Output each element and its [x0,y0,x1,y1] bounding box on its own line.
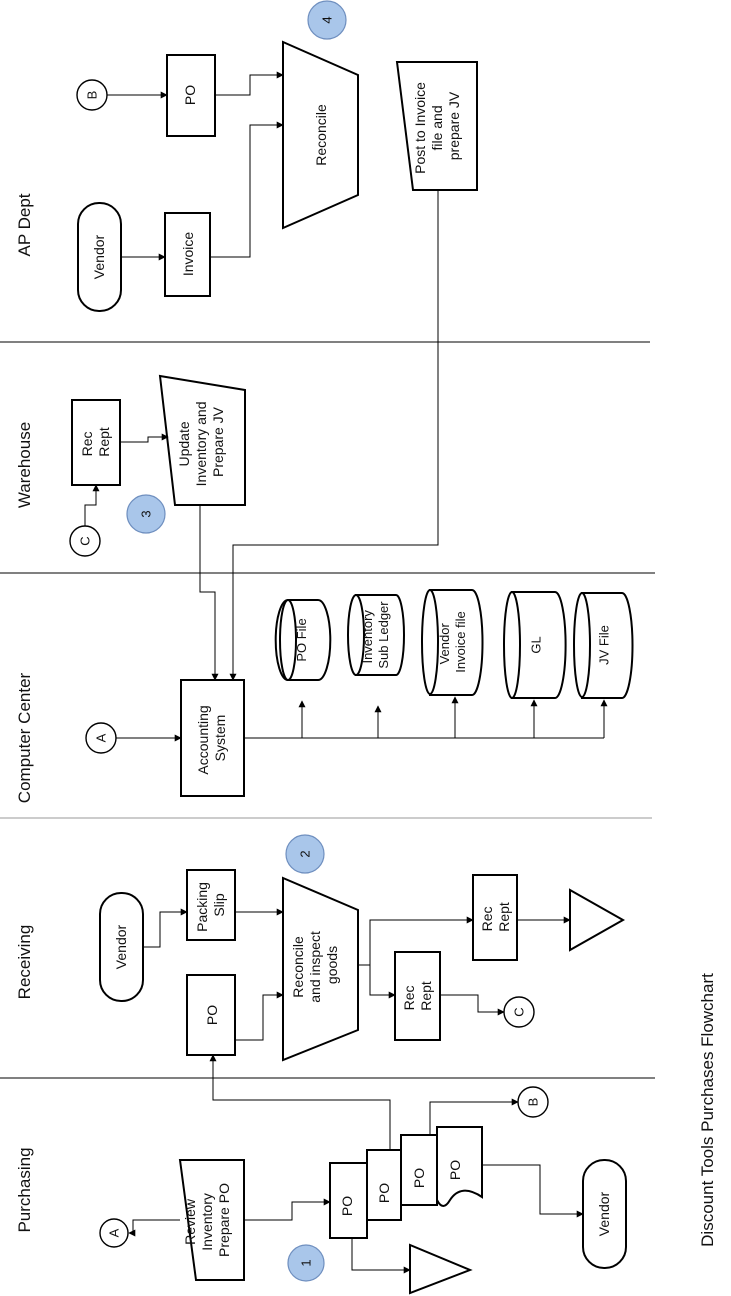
po-copy-4 [436,1126,483,1207]
ap-po-doc [166,54,216,137]
post-invoice-label: Post to Invoice file and prepare JV [412,78,462,174]
receiving-po-label: PO [204,1005,220,1025]
connector-a-purchasing-label: A [107,1228,122,1237]
receiving-po-doc [186,974,236,1056]
inventory-sub-ledger-drum [347,594,405,676]
arrow-po-to-reconcile [215,71,284,96]
step-1-badge [287,1244,325,1282]
arrow-po-to-b [429,1098,519,1135]
warehouse-rec-rept-doc [71,399,121,486]
arrow-reconcile-to-rec1 [358,916,474,966]
rec-rept-doc-1-label: Rec Rept [479,902,512,932]
connector-a-purchasing [99,1218,129,1248]
rec-rept-doc-1 [472,874,518,961]
warehouse-rec-rept-label: Rec Rept [79,427,112,457]
arrow-rec2-to-c [440,994,505,1016]
connector-c-receiving-label: C [512,1007,527,1016]
step-1-label: 1 [299,1259,314,1266]
vendor-invoice-file-drum [421,589,484,696]
step-2-badge [285,834,325,874]
arrow-post-to-system [229,190,439,681]
accounting-system-label: Accounting System [195,701,228,774]
arrow-review-to-a [128,1219,180,1237]
connector-a-computer-label: A [94,733,109,742]
invoice-doc-label: Invoice [180,232,196,277]
computer-center-lane: A Accounting System PO File Inventory Su… [85,589,634,797]
po-copy-1 [329,1162,368,1239]
arrow-update-to-system [199,505,219,681]
po-copy-2-label: PO [376,1183,392,1203]
jv-file-label: JV File [597,625,612,665]
po-copy-1-label: PO [339,1196,355,1216]
rec-rept-doc-2 [394,951,441,1041]
inventory-sub-ledger-label: Inventory Sub Ledger [360,601,391,669]
connector-b-purchasing-label: B [526,1098,541,1107]
arrow-vendor-to-packing [143,908,188,948]
arrow-po-to-receiving [209,1054,391,1150]
step-4-badge [307,0,347,40]
chart-title: Discount Tools Purchases Flowchart [698,973,717,1247]
purchasing-file-triangle [409,1243,473,1295]
lane-title-purchasing: Purchasing [15,1147,34,1232]
arrow-po-to-file [351,1238,411,1274]
review-inventory-label: Review Inventory Prepare PO [182,1183,232,1257]
review-inventory-box [178,1159,245,1281]
po-copy-4-label: PO [447,1160,463,1180]
lane-title-computer-center: Computer Center [15,672,34,803]
step-4-label: 4 [320,16,335,23]
receiving-file-triangle [569,888,626,952]
vendor-terminal-receiving-label: Vendor [113,924,129,969]
jv-file-drum [573,592,634,699]
lane-title-ap-dept: AP Dept [15,193,34,256]
accounting-system-box [180,679,245,797]
receiving-lane: PO Vendor Packing Slip Reconcile and ins… [99,834,626,1062]
invoice-doc [164,212,211,297]
packing-slip-doc [186,869,236,941]
arrow-review-to-po [244,1198,331,1221]
ap-reconcile-box [282,40,359,230]
arrow-invoice-to-reconcile [210,121,284,258]
arrow-po-to-reconcile [235,991,284,1041]
po-copy-3-label: PO [411,1168,427,1188]
step-3-label: 3 [139,510,154,517]
update-inventory-label: Update Inventory and Prepare JV [176,398,226,487]
purchasing-lane: Review Inventory Prepare PO A 1 PO PO PO… [99,1054,627,1295]
reconcile-inspect-label: Reconcile and inspect goods [290,927,340,1003]
post-invoice-box [395,61,478,191]
arrow-rec-to-update [120,433,169,443]
vendor-terminal-purchasing-label: Vendor [596,1191,612,1236]
lane-title-receiving: Receiving [15,925,34,1000]
connector-b-ap-label: B [85,91,100,100]
rec-rept-doc-2-label: Rec Rept [401,981,434,1011]
ap-po-doc-label: PO [182,85,198,105]
po-file-drum [274,599,332,681]
gl-label: GL [529,636,544,653]
step-3-badge [126,494,166,534]
gl-drum [503,591,567,699]
packing-slip-label: Packing Slip [194,878,227,932]
update-inventory-box [158,374,246,506]
arrow-po-to-vendor [482,1164,584,1218]
lane-title-warehouse: Warehouse [15,422,34,508]
arrow-c-to-rec [84,484,100,526]
vendor-invoice-file-label: Vendor Invoice file [437,611,468,672]
warehouse-lane: Rec Rept C 3 Update Inventory and Prepar… [69,374,246,681]
ap-dept-lane: Vendor Invoice B PO Reconcile 4 Post to … [76,0,478,681]
step-2-label: 2 [298,850,313,857]
connector-c-warehouse-label: C [78,536,93,545]
ap-reconcile-label: Reconcile [313,104,329,166]
po-file-label: PO File [294,618,309,661]
reconcile-inspect-box [282,876,359,1062]
vendor-terminal-ap-label: Vendor [91,234,107,279]
lane-dividers [0,341,655,1079]
arrow-reconcile-to-rec2 [369,965,396,999]
